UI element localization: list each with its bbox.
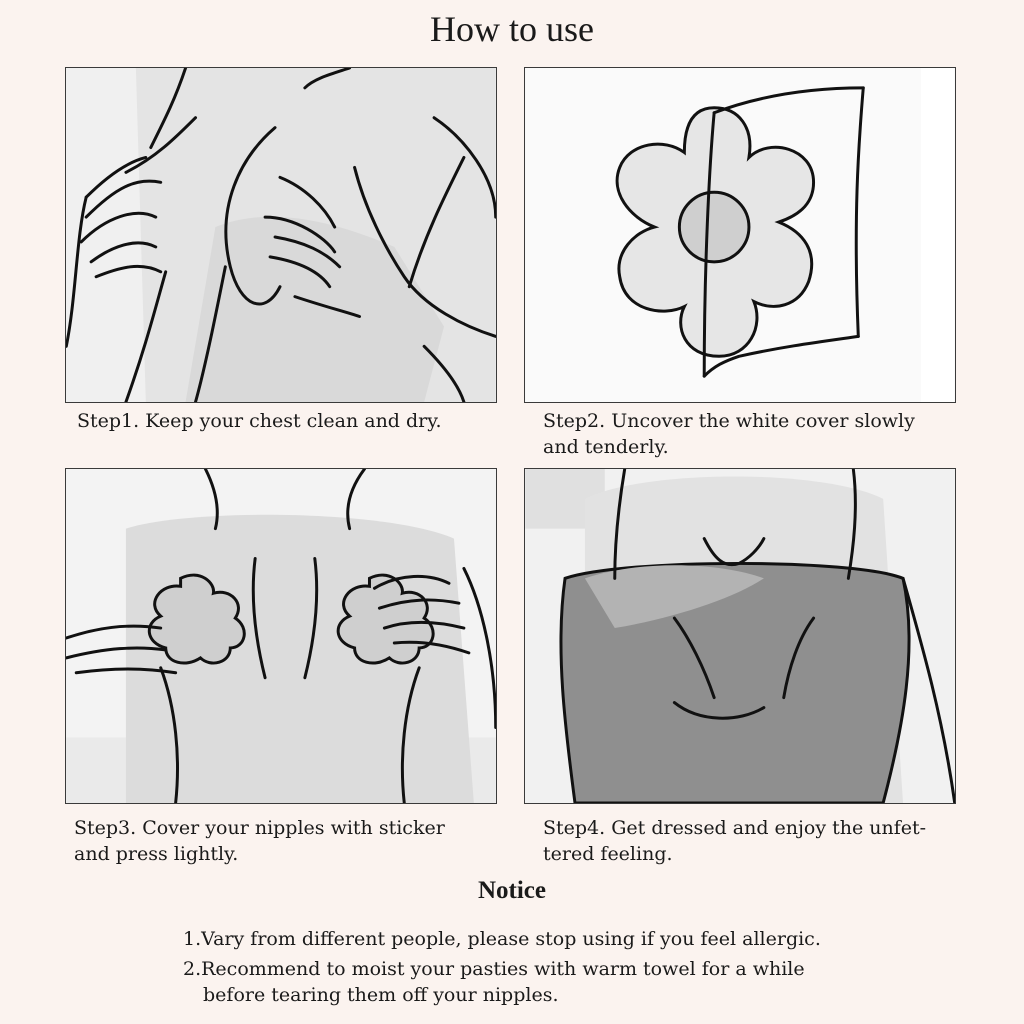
step3-illustration-panel (65, 468, 497, 804)
notice-title: Notice (477, 877, 547, 904)
notice-item-text: 2.Recommend to moist your pasties with w… (183, 958, 805, 980)
notice-item: 2.Recommend to moist your pasties with w… (183, 956, 883, 1008)
step4-illustration-panel (524, 468, 956, 804)
notice-item: 1.Vary from different people, please sto… (183, 926, 883, 952)
page-title: How to use (430, 9, 594, 49)
notice-list: 1.Vary from different people, please sto… (183, 926, 883, 1012)
step2-caption: Step2. Uncover the white cover slowly an… (543, 410, 915, 458)
step1-caption: Step1. Keep your chest clean and dry. (77, 410, 442, 432)
hands-on-chest-illustration (66, 68, 496, 402)
dressed-woman-illustration (525, 469, 955, 803)
notice-item-text: 1.Vary from different people, please sto… (183, 928, 821, 950)
step4-caption: Step4. Get dressed and enjoy the unfet- … (543, 817, 927, 865)
notice-item-continuation: before tearing them off your nipples. (203, 984, 559, 1006)
step3-caption: Step3. Cover your nipples with sticker a… (74, 817, 445, 865)
applying-pasties-illustration (66, 469, 496, 803)
flower-pasty-peel-illustration (525, 68, 955, 402)
step2-illustration-panel (524, 67, 956, 403)
step1-illustration-panel (65, 67, 497, 403)
